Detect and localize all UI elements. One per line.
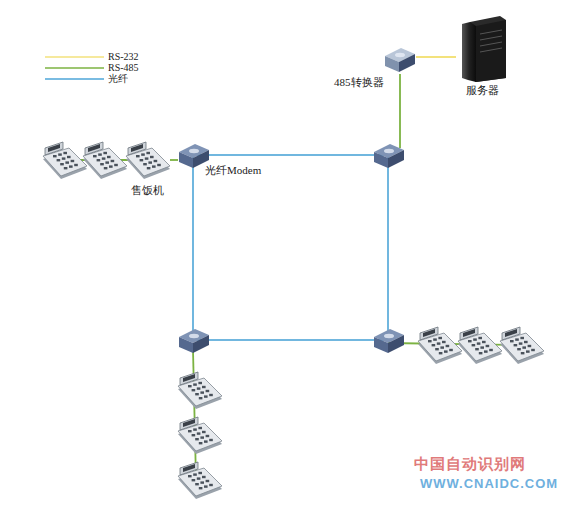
fiber-modem-icon: [385, 48, 415, 72]
legend-label: RS-485: [108, 61, 139, 74]
fiber-modem-icon: [374, 144, 404, 168]
pos-terminal-icon: [178, 417, 222, 454]
pos-terminal-icon: [83, 142, 127, 179]
legend-line-sample: [45, 56, 104, 58]
fiber-modem-icon: [179, 329, 209, 353]
rs485-wire: [399, 74, 401, 148]
legend-line-sample: [45, 67, 104, 69]
node-label: 服务器: [455, 84, 509, 97]
legend-label: RS-232: [108, 50, 139, 63]
server-icon: [462, 16, 506, 82]
rs232-connector: [418, 56, 455, 58]
pos-terminal-icon: [458, 327, 502, 364]
rs485-converter: 485转换器: [332, 40, 418, 89]
pos-terminal: 售饭机: [124, 142, 170, 197]
fiber-modem-icon: [374, 329, 404, 353]
pos-terminal-icon: [43, 142, 87, 179]
pos-terminal-icon: [418, 327, 462, 364]
fiber-ring: [193, 155, 388, 340]
fiber-modem: 光纤Modem: [178, 140, 265, 179]
rs485-connector: [170, 159, 178, 161]
node-label: 光纤Modem: [205, 164, 261, 177]
watermark-url: WWW.CNAIDC.COM: [420, 476, 558, 491]
legend-line-sample: [45, 78, 104, 80]
pos-terminal-icon: [178, 462, 222, 499]
watermark: 中国自动识别网: [414, 455, 526, 474]
rs232-wire: [416, 56, 456, 58]
server: 服务器: [455, 14, 509, 97]
node-label: 485转换器: [334, 76, 418, 89]
fiber-modem-icon: [179, 144, 209, 168]
legend-label: 光纤: [108, 72, 128, 85]
rs485-wire: [193, 350, 196, 480]
pos-terminal-icon: [126, 142, 170, 179]
pos-terminal-icon: [178, 372, 222, 409]
pos-terminal-icon: [500, 327, 544, 364]
node-label: 售饭机: [126, 184, 168, 197]
